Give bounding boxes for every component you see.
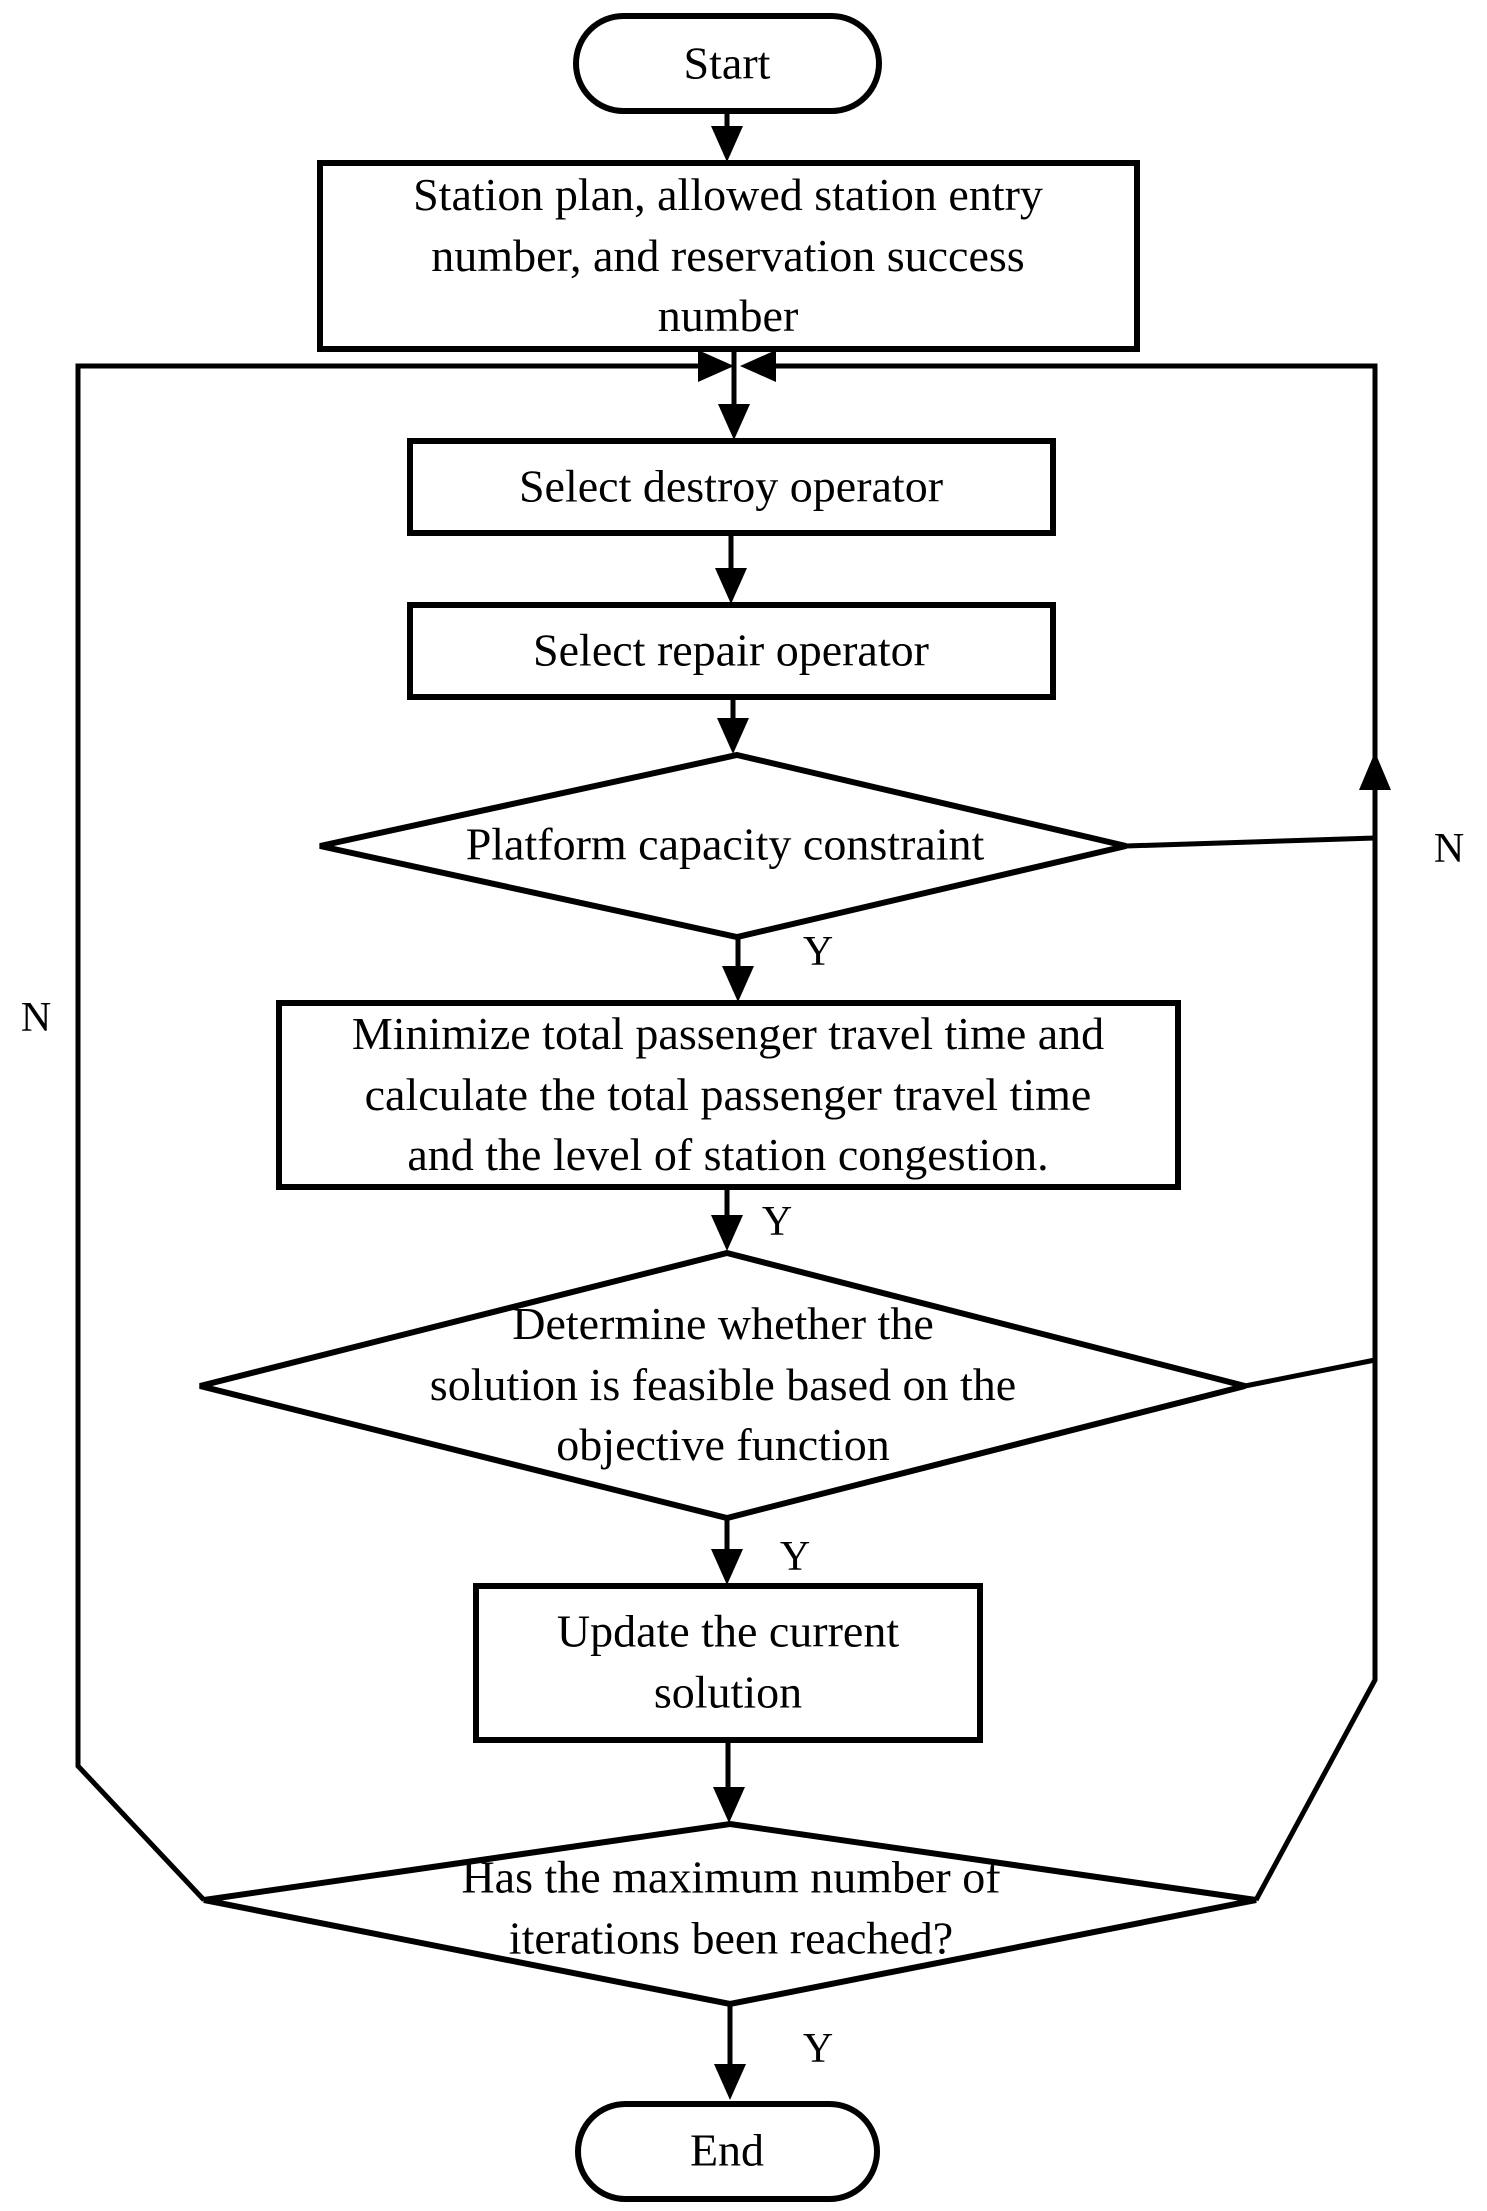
arrowhead-into-feasibility-decision [711, 1215, 743, 1251]
arrowhead-into-platform-decision [717, 718, 749, 754]
arrowhead-up-right-line [1359, 752, 1391, 790]
update-solution-node-label: Update the current solution [556, 1605, 900, 1717]
edge-label-platform-yes: Y [802, 929, 834, 975]
edge-label-platform-no: N [1433, 826, 1465, 872]
arrowhead-merge-from-right [740, 350, 776, 382]
edge-max-iterations-no-return-left [75, 363, 698, 1902]
platform-capacity-node-label: Platform capacity constraint [465, 818, 985, 870]
select-destroy-node-label: Select destroy operator [518, 460, 944, 512]
edge-label-feasibility-yes: Y [779, 1534, 811, 1580]
arrowhead-into-end [714, 2064, 746, 2100]
arrowhead-into-minimize [722, 966, 754, 1002]
edge-platform-no-to-right-line [1125, 835, 1376, 849]
arrowhead-into-select-repair [715, 568, 747, 604]
edge-return-right [776, 363, 1378, 1902]
arrowhead-into-select-destroy [718, 404, 750, 440]
feasibility-node-label: Determine whether the solution is feasib… [429, 1297, 1017, 1471]
arrowhead-into-max-iterations [713, 1787, 745, 1823]
arrowhead-into-inputs [711, 126, 743, 162]
end-terminator-shape [575, 2101, 880, 2202]
edge-label-max-iterations-no: N [20, 995, 52, 1041]
edge-label-minimize-yes: Y [761, 1199, 793, 1245]
edge-label-max-iterations-yes: Y [802, 2026, 834, 2072]
select-repair-node-label: Select repair operator [533, 624, 929, 676]
inputs-node-label: Station plan, allowed station entry numb… [413, 168, 1043, 342]
minimize-node-label: Minimize total passenger travel time and… [351, 1007, 1105, 1181]
arrowhead-into-update-solution [711, 1549, 743, 1585]
inputs-process-shape [317, 160, 1140, 352]
edge-feasibility-no-to-right-line [1244, 1357, 1376, 1389]
start-node-label: Start [683, 37, 771, 89]
max-iterations-node-label: Has the maximum number of iterations bee… [461, 1851, 1001, 1963]
arrowhead-merge-from-left [698, 350, 734, 382]
end-node-label: End [689, 2124, 765, 2176]
